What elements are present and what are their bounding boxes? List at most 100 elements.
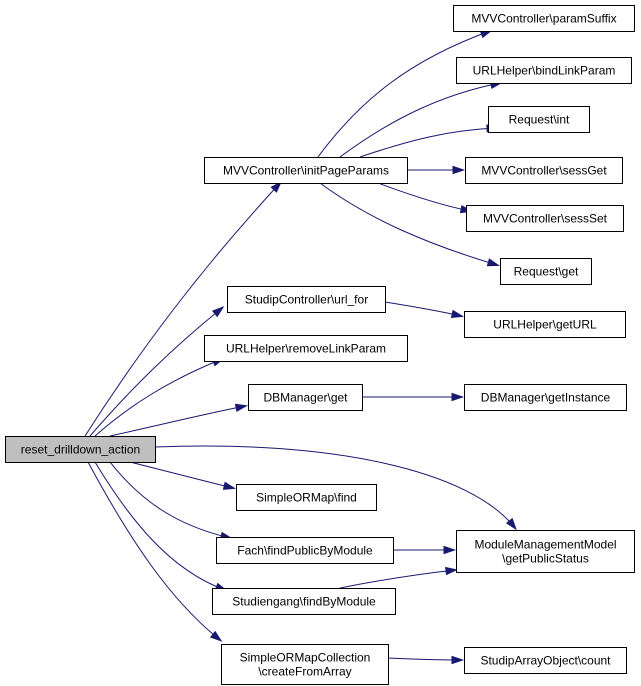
arrowhead-icon — [451, 392, 465, 402]
node-label: URLHelper\bindLinkParam — [473, 64, 616, 78]
arrowhead-icon — [505, 517, 517, 531]
node-label: Studiengang\findByModule — [232, 595, 376, 609]
call-edge — [377, 182, 474, 214]
node-label: MVVController\initPageParams — [223, 164, 389, 178]
function-node-paramSuffix[interactable]: MVVController\paramSuffix — [453, 5, 635, 32]
node-label: URLHelper\removeLinkParam — [226, 342, 386, 356]
function-node-root[interactable]: reset_drilldown_action — [5, 436, 156, 463]
arrowhead-icon — [450, 309, 465, 318]
arrowhead-icon — [452, 165, 466, 175]
function-node-ormFind[interactable]: SimpleORMap\find — [236, 484, 377, 511]
node-box — [456, 57, 632, 84]
call-edge — [339, 80, 504, 158]
arrowhead-icon — [209, 630, 223, 642]
arrowhead-icon — [211, 306, 225, 318]
node-label: SimpleORMapCollection — [240, 651, 371, 665]
node-label: Request\get — [514, 265, 579, 279]
node-box — [488, 106, 590, 133]
call-edge — [387, 655, 465, 665]
call-edge — [362, 392, 465, 402]
arrowhead-icon — [222, 481, 236, 490]
node-box — [248, 384, 363, 411]
call-edge — [154, 445, 517, 531]
function-node-sessSet[interactable]: MVVController\sessSet — [466, 205, 624, 232]
node-label: DBManager\getInstance — [481, 391, 611, 405]
call-edge — [109, 461, 233, 540]
call-edge — [84, 180, 283, 437]
edge-line — [359, 127, 497, 158]
function-node-dbGet[interactable]: DBManager\get — [248, 384, 363, 411]
node-box — [453, 5, 635, 32]
edge-line — [94, 358, 223, 437]
node-box — [466, 205, 624, 232]
node-label: DBManager\get — [263, 391, 348, 405]
node-box — [221, 644, 389, 685]
function-node-removeLinkParam[interactable]: URLHelper\removeLinkParam — [204, 335, 408, 362]
call-edge — [129, 461, 236, 490]
node-box — [464, 647, 627, 674]
node-label: Request\int — [509, 113, 570, 127]
function-node-sessGet[interactable]: MVVController\sessGet — [465, 157, 623, 184]
node-box — [464, 311, 626, 338]
function-node-arrayCount[interactable]: StudipArrayObject\count — [464, 647, 627, 674]
node-label: MVVController\sessSet — [483, 212, 608, 226]
edge-line — [387, 657, 462, 661]
edge-line — [89, 307, 223, 437]
edge-line — [319, 182, 498, 266]
node-box — [227, 286, 386, 313]
edge-line — [109, 405, 246, 437]
edge-line — [339, 569, 456, 589]
edge-line — [87, 461, 221, 641]
node-box — [216, 537, 394, 564]
arrowhead-icon — [445, 566, 459, 576]
function-node-getURL[interactable]: URLHelper\getURL — [464, 311, 626, 338]
function-node-initPageParams[interactable]: MVVController\initPageParams — [204, 157, 408, 184]
edge-line — [377, 182, 471, 212]
call-edge — [94, 357, 225, 437]
call-edge — [317, 29, 493, 158]
function-node-urlFor[interactable]: StudipController\url_for — [227, 286, 386, 313]
arrowhead-icon — [443, 545, 457, 555]
node-label: Fach\findPublicByModule — [237, 544, 373, 558]
node-box — [456, 530, 635, 573]
node-box — [212, 588, 396, 615]
edge-line — [84, 182, 281, 437]
node-label: \createFromArray — [258, 665, 351, 679]
node-box — [464, 384, 627, 411]
edge-line — [129, 461, 234, 489]
node-box — [465, 157, 623, 184]
edge-line — [109, 461, 231, 539]
call-nodes: reset_drilldown_action MVVController\init… — [5, 5, 635, 685]
function-node-bindLinkParam[interactable]: URLHelper\bindLinkParam — [456, 57, 632, 84]
node-box — [500, 258, 592, 285]
function-node-publicStatus[interactable]: ModuleManagementModel\getPublicStatus — [456, 530, 635, 573]
function-node-requestGet[interactable]: Request\get — [500, 258, 592, 285]
call-edge — [393, 545, 457, 555]
node-label: \getPublicStatus — [502, 552, 589, 566]
function-node-dbGetInstance[interactable]: DBManager\getInstance — [464, 384, 627, 411]
call-edge — [384, 301, 465, 318]
node-label: StudipController\url_for — [245, 293, 368, 307]
call-edge — [339, 566, 459, 589]
call-edge — [407, 165, 466, 175]
function-node-requestInt[interactable]: Request\int — [488, 106, 590, 133]
edge-line — [317, 30, 491, 158]
arrowhead-icon — [270, 180, 283, 193]
node-label: MVVController\paramSuffix — [471, 12, 616, 26]
node-box — [204, 335, 408, 362]
node-label: reset_drilldown_action — [21, 443, 140, 457]
edge-line — [339, 82, 501, 158]
function-node-createFromArray[interactable]: SimpleORMapCollection\createFromArray — [221, 644, 389, 685]
node-box — [5, 436, 156, 463]
function-node-studiengangFind[interactable]: Studiengang\findByModule — [212, 588, 396, 615]
node-box — [204, 157, 408, 184]
call-edge — [109, 403, 249, 437]
call-edge — [87, 461, 223, 642]
edge-line — [154, 445, 516, 529]
node-label: MVVController\sessGet — [481, 164, 607, 178]
function-node-fachFind[interactable]: Fach\findPublicByModule — [216, 537, 394, 564]
arrowhead-icon — [234, 403, 249, 412]
call-edge — [89, 306, 225, 437]
node-label: ModuleManagementModel — [474, 538, 616, 552]
